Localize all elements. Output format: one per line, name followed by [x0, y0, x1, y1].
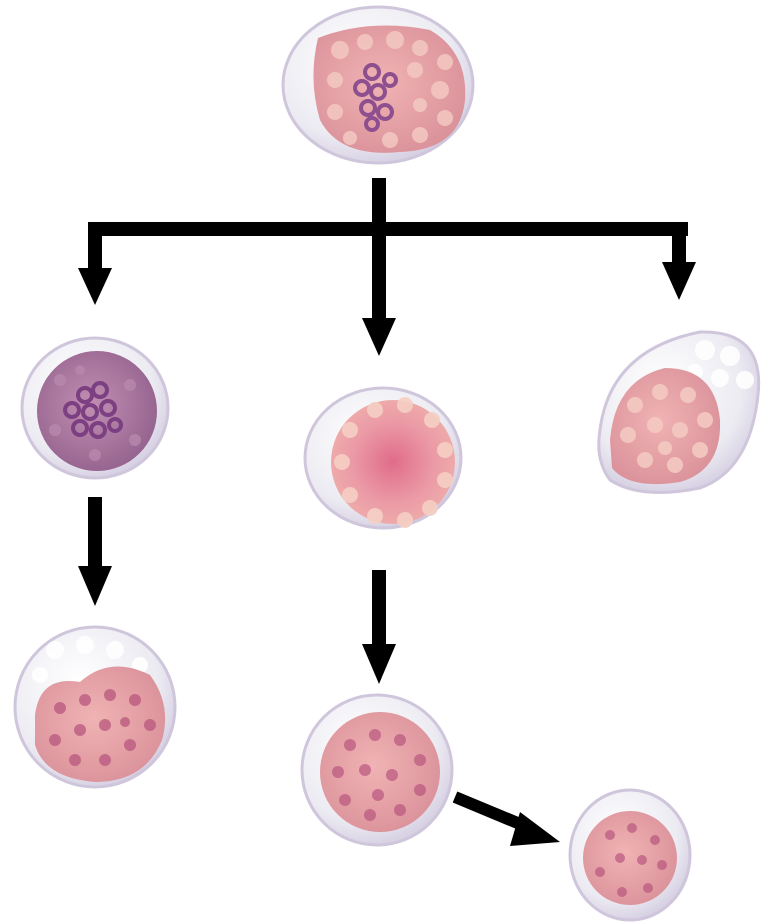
- left-branch-stem: [88, 222, 102, 274]
- center-lower-stem: [372, 570, 386, 650]
- center-branch-stem: [372, 222, 386, 322]
- right-branch-stem: [672, 222, 686, 266]
- center-lower-arrowhead: [362, 644, 396, 684]
- branch-bar: [88, 222, 688, 236]
- center-cell-1: [305, 388, 461, 528]
- left-branch-arrowhead: [78, 268, 112, 305]
- center-cell-3: [570, 790, 690, 920]
- right-cell-1: [599, 332, 759, 493]
- left-cell-1: [22, 338, 168, 478]
- center-cell-2: [302, 695, 452, 845]
- left-lower-stem: [88, 497, 102, 571]
- left-cell-2: [15, 627, 175, 787]
- left-lower-arrowhead: [78, 566, 112, 606]
- right-branch-arrowhead: [662, 262, 696, 300]
- center-branch-arrowhead: [362, 318, 396, 356]
- stem-cell: [283, 7, 473, 163]
